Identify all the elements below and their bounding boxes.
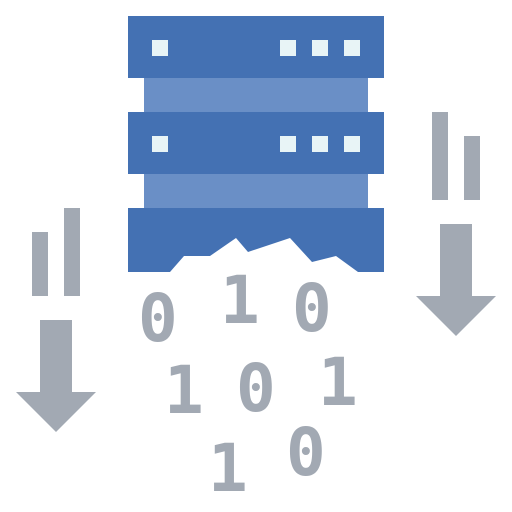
binary-digit: 0 [292, 270, 332, 347]
server-led [312, 136, 328, 152]
server-strip-top [144, 78, 368, 114]
binary-digit: 0 [138, 280, 178, 357]
server-unit-2 [128, 112, 384, 174]
binary-digit: 1 [220, 262, 260, 339]
server-led [344, 136, 360, 152]
server-strip-bottom [144, 174, 368, 210]
server-led [280, 40, 296, 56]
server-led [152, 40, 168, 56]
binary-digit: 0 [236, 350, 276, 427]
server-led [152, 136, 168, 152]
server-led [312, 40, 328, 56]
left-download-arrow-icon [16, 208, 96, 432]
server-led [280, 136, 296, 152]
binary-digit: 1 [208, 430, 248, 507]
server-unit-broken [128, 208, 384, 272]
server-unit-1 [128, 16, 384, 78]
binary-digit: 0 [286, 414, 326, 491]
server-led [344, 40, 360, 56]
right-download-arrow-icon [416, 112, 496, 336]
binary-digit: 1 [164, 352, 204, 429]
binary-digit: 1 [318, 344, 358, 421]
